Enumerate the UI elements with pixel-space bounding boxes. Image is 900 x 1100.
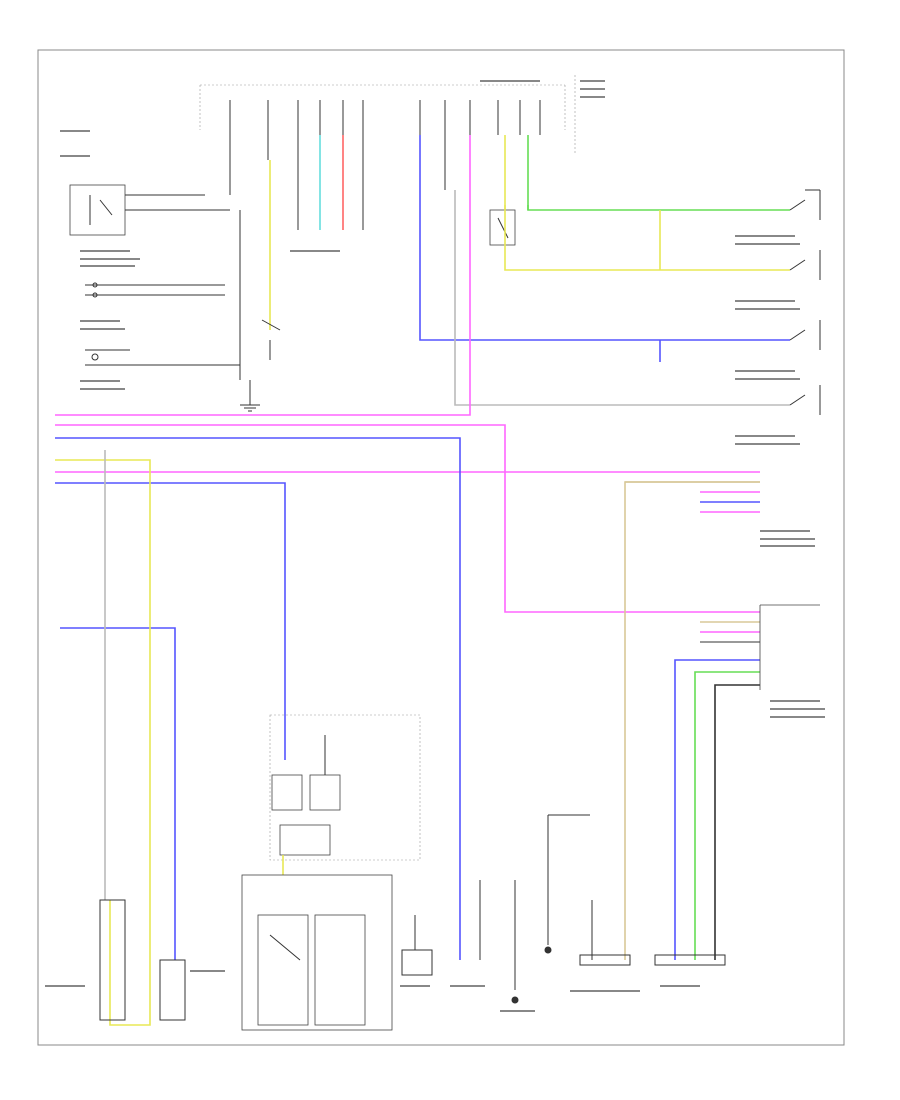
- bottom-components: [99, 814, 726, 1021]
- door-lock-relay: [489, 209, 516, 246]
- center-relay-module: [269, 714, 421, 910]
- yellow-wire-right: [504, 205, 790, 271]
- right-bottom-wires: [674, 659, 760, 960]
- door-switch-left: [261, 319, 281, 360]
- blue-bus-wires: [55, 437, 461, 960]
- bottom-control-module: [241, 874, 393, 1031]
- diagram-frame: [37, 49, 845, 1046]
- tan-wire-right: [624, 481, 760, 960]
- right-door-switches: [789, 189, 821, 415]
- top-colored-wires: [319, 135, 529, 230]
- right-connector-lines: [625, 481, 760, 643]
- blue-wire-right: [419, 230, 790, 341]
- ground-symbol: [240, 404, 260, 412]
- right-connector-bracket: [759, 604, 820, 690]
- top-connector-group: [199, 75, 576, 155]
- gray-wire-right: [454, 190, 790, 406]
- label-marks: [45, 80, 825, 1012]
- pink-bus-wires: [55, 220, 760, 613]
- green-wire-right: [527, 205, 790, 211]
- left-switch-rows: [85, 282, 240, 366]
- left-relay-box: [69, 184, 230, 236]
- left-vertical-wires: [55, 450, 151, 1026]
